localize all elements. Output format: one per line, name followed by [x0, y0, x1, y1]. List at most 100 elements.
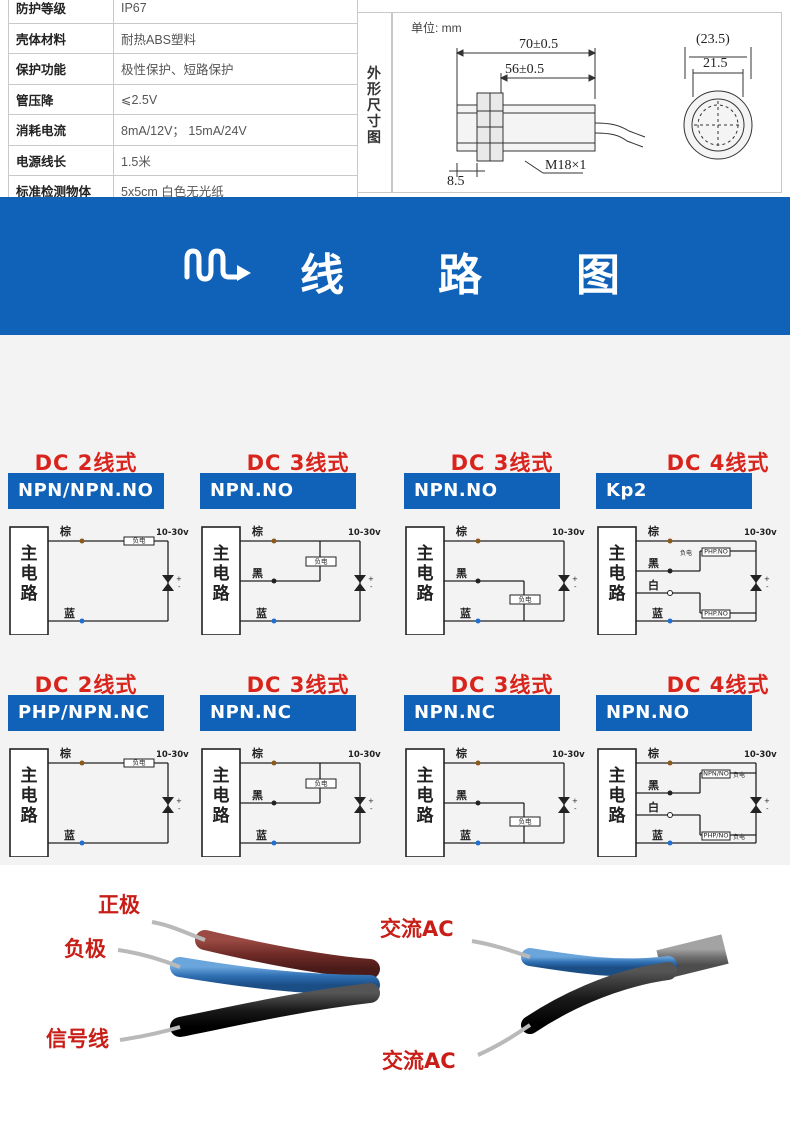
wire-label-black: 黑 [648, 557, 659, 570]
dim-inner-diameter: 21.5 [703, 56, 728, 71]
polarity-marks: + [368, 575, 374, 583]
load-side-label: 负电 [733, 771, 745, 779]
main-circuit-label: 路 [417, 805, 435, 826]
wire-label-black: 黑 [648, 779, 659, 792]
banner-title: 线 路 图 [300, 239, 620, 301]
wire-label-blue: 蓝 [460, 606, 471, 620]
load-label: 负电 [133, 758, 147, 767]
stripped-core-icon [471, 939, 531, 959]
wire-label-black: 黑 [252, 789, 263, 802]
polarity-marks: - [766, 583, 769, 591]
black-terminal [475, 578, 481, 584]
label-positive: 正极 [98, 893, 140, 917]
spec-label: 消耗电流 [8, 114, 114, 146]
brown-wire [195, 930, 380, 979]
wiring-card-title: DC 2线式 [34, 451, 138, 475]
spec-label: 电源线长 [8, 144, 114, 176]
load-label-box [123, 758, 155, 768]
wire-photo-section: 正极 负极 信号线 交流AC 交流AC [0, 865, 790, 1129]
wiring-card-type: NPN/NPN.NO [8, 473, 164, 509]
load-label-box [305, 778, 337, 789]
spec-value: 8mA/12V； 15mA/24V [113, 114, 358, 146]
banner-title-char: 路 [438, 250, 482, 301]
blue-wire [170, 957, 380, 995]
power-source-icon [162, 583, 174, 591]
black-terminal [667, 568, 673, 574]
spec-value: ⩽2.5V [113, 83, 358, 115]
spec-value: 耐热ABS塑料 [113, 22, 358, 54]
main-circuit-label: 电 [21, 785, 38, 806]
main-circuit-label: 电 [213, 563, 230, 584]
wiring-card-title: DC 3线式 [450, 673, 554, 697]
polarity-marks: + [176, 797, 182, 805]
black-wire-ac [521, 962, 677, 1034]
power-source-icon [354, 583, 366, 591]
polarity-marks: + [572, 575, 578, 583]
power-source-icon [558, 805, 570, 813]
stripped-core-icon [151, 920, 206, 942]
power-source-icon [750, 575, 762, 583]
banner-title-char: 线 [300, 250, 344, 301]
power-source-icon [558, 583, 570, 591]
polarity-marks: + [764, 575, 770, 583]
blue-terminal [475, 618, 481, 624]
spec-value: 1.5米 [113, 144, 358, 176]
wire-label-brown: 棕 [251, 524, 263, 538]
wire-label-blue: 蓝 [460, 828, 471, 842]
main-circuit-label: 路 [609, 583, 627, 604]
main-circuit-label: 电 [213, 785, 230, 806]
power-source-icon [750, 797, 762, 805]
wiring-card-title: DC 4线式 [666, 451, 770, 475]
box-label: PHP.NO [704, 548, 728, 556]
wire-label-brown: 棕 [251, 746, 263, 760]
spec-label: 防护等级 [8, 0, 114, 24]
power-source-icon [162, 797, 174, 805]
box-label: PHP.NO [704, 610, 728, 618]
main-circuit-label: 路 [21, 583, 39, 604]
wiring-card-type: NPN.NC [404, 695, 560, 731]
label-ac-top: 交流AC [380, 917, 454, 941]
main-circuit-label: 电 [417, 563, 434, 584]
voltage-label: 10-30v [348, 750, 381, 760]
box-label: PHP/NO [704, 832, 729, 840]
white-terminal [667, 812, 673, 818]
label-ac-bottom: 交流AC [382, 1049, 456, 1073]
label-negative: 负极 [64, 937, 106, 961]
main-circuit-label: 主 [417, 765, 434, 786]
dimension-label-cell: 外形尺寸图 [358, 12, 392, 193]
wiring-card-type: Kp2 [596, 473, 752, 509]
blue-terminal [79, 840, 85, 846]
main-circuit-label: 路 [417, 583, 435, 604]
box-label-box [701, 769, 731, 779]
main-circuit-label: 电 [417, 785, 434, 806]
wire-label-blue: 蓝 [652, 606, 663, 620]
main-circuit-label: 主 [417, 543, 434, 564]
banner-title-char: 图 [576, 250, 620, 301]
polarity-marks: - [766, 805, 769, 813]
dimension-unit: 单位: mm [411, 21, 462, 35]
wire-label-black: 黑 [456, 567, 467, 580]
main-circuit-label: 主 [21, 543, 38, 564]
spec-label: 保护功能 [8, 53, 114, 85]
dimension-drawing: 单位: mm [392, 12, 782, 193]
wiring-card-title: DC 2线式 [34, 673, 138, 697]
load-label: 负电 [315, 779, 329, 788]
wiring-card-title: DC 4线式 [666, 673, 770, 697]
polarity-marks: - [370, 805, 373, 813]
brown-terminal [271, 538, 277, 544]
wire-label-blue: 蓝 [64, 606, 75, 620]
brown-terminal [667, 760, 673, 766]
black-terminal [667, 790, 673, 796]
main-circuit-label: 电 [609, 785, 626, 806]
wiring-card-type: NPN.NC [200, 695, 356, 731]
wire-label-brown: 棕 [647, 746, 659, 760]
wire-label-brown: 棕 [59, 746, 71, 760]
brown-terminal [475, 538, 481, 544]
